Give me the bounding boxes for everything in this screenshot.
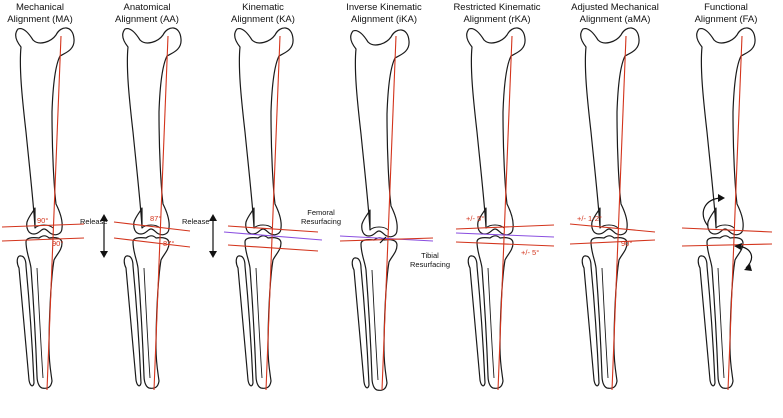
- ika-femur: [350, 29, 410, 238]
- ika-tibial-resurfacing-line: [339, 235, 434, 242]
- leg-ama: [580, 27, 640, 389]
- ama-tibia-canal: [601, 267, 609, 379]
- fa-fibula: [697, 255, 716, 387]
- fa-rotation-arrowhead-upper: [718, 194, 725, 202]
- ika-fibula: [351, 257, 370, 389]
- title-restricted-kinematic-alignment: Restricted Kinematic Alignment (rKA): [453, 2, 541, 25]
- fa-tibia-canal: [717, 267, 725, 379]
- ka-femoral-cut-line: [227, 225, 319, 233]
- title-inverse-kinematic-alignment: Inverse Kinematic Alignment (iKA): [346, 2, 422, 25]
- leg-aa: [122, 27, 182, 389]
- fa-condyle-line: [715, 224, 735, 229]
- rka-femoral-cut-line: [455, 224, 555, 230]
- ama-tibia-angle-label: 90°: [621, 239, 633, 248]
- leg-ma: [15, 27, 75, 389]
- leg-fa: [696, 27, 756, 389]
- rka-tibia-range-label: +/- 5°: [521, 248, 540, 257]
- rka-resurfacing-line: [455, 232, 555, 238]
- fa-tibial-cut-line: [681, 243, 773, 247]
- title-functional-alignment: Functional Alignment (FA): [694, 2, 758, 25]
- ka-femoral-resurfacing-line: [223, 231, 323, 241]
- ika-tibial-cut-line: [339, 237, 434, 242]
- fa-rotation-arrowhead-lower-tip: [744, 264, 752, 271]
- ka-femur: [234, 27, 294, 236]
- ama-tibial-cut-line: [569, 239, 656, 245]
- title-kinematic-alignment: Kinematic Alignment (KA): [231, 2, 295, 25]
- ama-femur: [580, 27, 640, 236]
- aa-release-arrowhead-up: [209, 214, 217, 221]
- rka-tibia-canal: [487, 267, 495, 379]
- aa-release-label: Release: [182, 217, 210, 226]
- ma-tibia-canal: [36, 267, 44, 379]
- leg-ka: [234, 27, 294, 389]
- fa-femoral-cut-line: [681, 227, 773, 233]
- ika-pointer: [379, 236, 387, 244]
- ka-mechanical-axis: [265, 35, 281, 391]
- aa-femoral-cut-line: [113, 221, 191, 232]
- aa-tibia-canal: [143, 267, 151, 379]
- ka-femoral-resurfacing-label: Femoral Resurfacing: [300, 208, 342, 226]
- ama-femur-range-label: +/- 1-2°: [577, 214, 602, 223]
- leg-ika: [350, 29, 410, 391]
- title-adjusted-mechanical-alignment: Adjusted Mechanical Alignment (aMA): [571, 2, 659, 25]
- ka-tibial-cut-line: [227, 244, 319, 252]
- rka-mechanical-axis: [497, 35, 513, 391]
- fa-rotation-arrowhead-lower: [734, 243, 742, 250]
- aa-femur: [122, 27, 182, 236]
- ma-femoral-cut-line: [1, 223, 85, 228]
- rka-fibula: [467, 255, 486, 387]
- ika-tibia-canal: [371, 269, 379, 381]
- leg-rka: [466, 27, 526, 389]
- fa-rotation-arrow-upper: [702, 197, 723, 227]
- ma-mechanical-axis: [46, 35, 62, 391]
- aa-femur-angle-label: 87°: [150, 214, 162, 223]
- ama-fibula: [581, 255, 600, 387]
- ma-femur: [15, 27, 75, 236]
- aa-tibial-cut-line: [113, 237, 191, 248]
- ma-release-arrowhead-down: [100, 251, 108, 258]
- ika-mechanical-axis: [381, 35, 397, 391]
- ma-fibula: [16, 255, 35, 387]
- aa-release-arrowhead-down: [209, 251, 217, 258]
- ka-tibia-canal: [255, 267, 263, 379]
- ma-tibia-angle-label: 90°: [52, 239, 64, 248]
- ma-release-label: Release: [80, 217, 108, 226]
- ma-femur-angle-label: 90°: [37, 216, 49, 225]
- ma-release-arrowhead-up: [100, 214, 108, 221]
- ika-tibial-resurfacing-label: Tibial Resurfacing: [409, 251, 451, 269]
- aa-mechanical-axis: [153, 35, 169, 391]
- aa-tibia-angle-label: 87°: [163, 239, 175, 248]
- fa-femur: [696, 27, 756, 236]
- ka-fibula: [235, 255, 254, 387]
- fa-mechanical-axis: [727, 35, 743, 391]
- ama-mechanical-axis: [611, 35, 627, 391]
- ama-femoral-cut-line: [569, 223, 656, 233]
- ma-tibial-cut-line: [1, 237, 85, 242]
- rka-femur: [466, 27, 526, 236]
- title-mechanical-alignment: Mechanical Alignment (MA): [7, 2, 73, 25]
- ika-condyle-line: [369, 226, 389, 231]
- aa-fibula: [123, 255, 142, 387]
- rka-femur-range-label: +/- 5°: [466, 214, 485, 223]
- ka-condyle-line: [253, 224, 273, 229]
- rka-tibial-cut-line: [455, 241, 555, 247]
- title-anatomical-alignment: Anatomical Alignment (AA): [115, 2, 179, 25]
